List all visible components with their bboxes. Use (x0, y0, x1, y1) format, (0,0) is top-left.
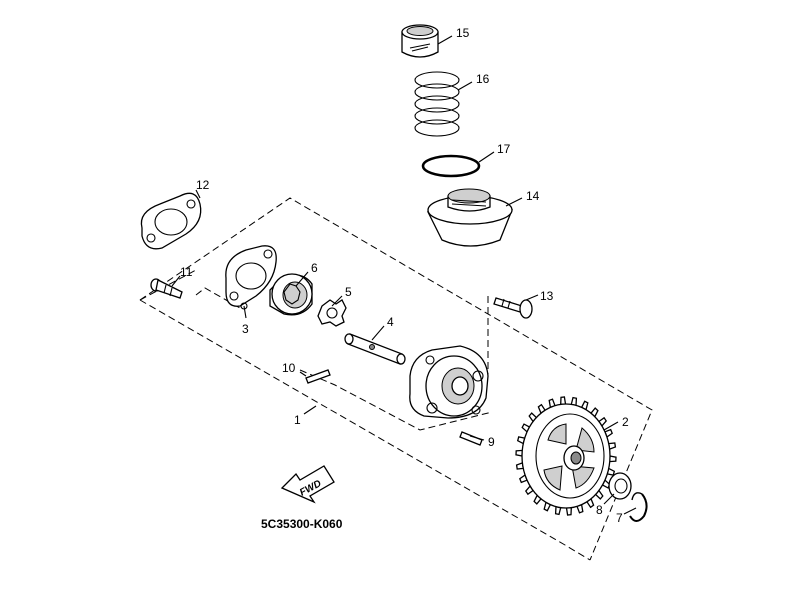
callout-11: 11 (180, 265, 193, 279)
part-16-spring[interactable] (414, 71, 460, 137)
part-7-circlip[interactable] (629, 492, 648, 522)
callout-16: 16 (476, 72, 490, 86)
gear-tooth (560, 396, 567, 406)
part-8-washer[interactable] (608, 472, 632, 500)
part-5-inner-rotor[interactable] (317, 299, 347, 327)
part-10-pin[interactable] (305, 369, 331, 384)
part-17-o-ring[interactable] (421, 154, 481, 178)
callout-14: 14 (526, 189, 540, 203)
leader-lines (171, 35, 637, 515)
callout-12: 12 (196, 178, 210, 192)
part-2-gear[interactable] (515, 396, 617, 516)
callout-labels: 15 16 17 14 12 11 13 6 5 4 3 10 1 9 2 8 … (180, 26, 629, 525)
callout-13: 13 (540, 289, 554, 303)
callout-3: 3 (242, 322, 249, 336)
callout-2: 2 (622, 415, 629, 429)
callout-15: 15 (456, 26, 470, 40)
part-15-cap[interactable] (401, 24, 439, 58)
callout-10: 10 (282, 361, 296, 375)
part-12-gasket[interactable] (140, 192, 202, 250)
callout-17: 17 (497, 142, 511, 156)
part-14-plug[interactable] (426, 188, 513, 247)
callout-1: 1 (294, 413, 301, 427)
diagram-code: 5C35300-K060 (261, 517, 343, 531)
part-1-pump-body[interactable] (409, 345, 489, 419)
callout-8: 8 (596, 503, 603, 517)
fwd-arrow-icon: FWD (280, 465, 335, 504)
part-3-cover-plate[interactable] (225, 245, 277, 310)
part-6-outer-rotor[interactable] (269, 273, 313, 316)
part-4-shaft[interactable] (344, 333, 406, 365)
callout-7: 7 (616, 511, 623, 525)
callout-6: 6 (311, 261, 318, 275)
gear-tooth (565, 506, 572, 516)
callout-5: 5 (345, 285, 352, 299)
callout-4: 4 (387, 315, 394, 329)
part-13-screw[interactable] (493, 297, 533, 319)
callout-9: 9 (488, 435, 495, 449)
part-11-screw[interactable] (150, 278, 183, 299)
